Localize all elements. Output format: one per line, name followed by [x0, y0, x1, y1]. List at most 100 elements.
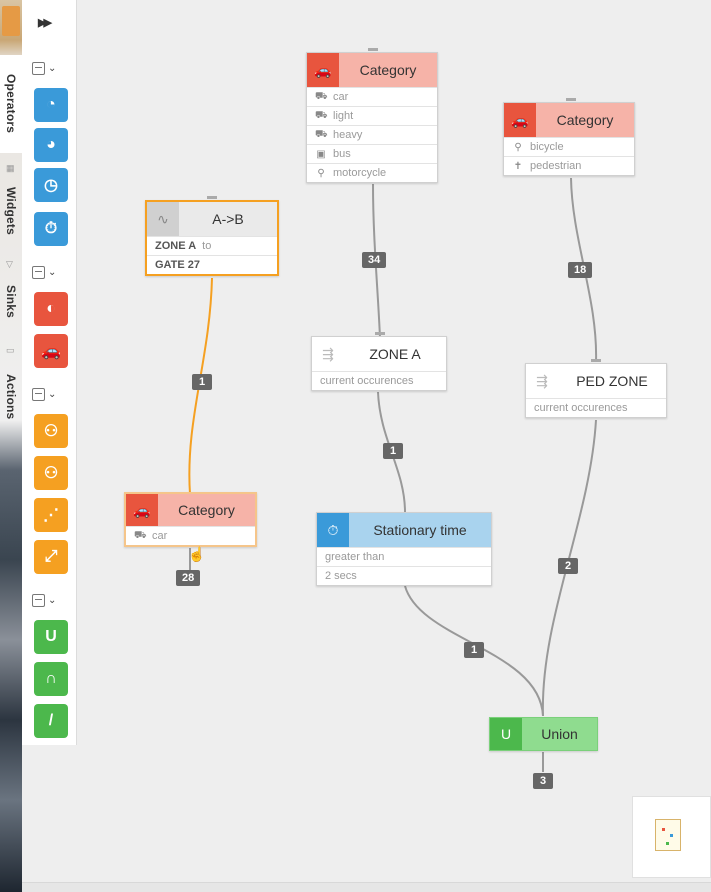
car-icon: ⛟: [315, 90, 328, 102]
car-icon: 🚗: [504, 103, 536, 137]
node-header[interactable]: 🚗 Category: [504, 103, 634, 137]
stopwatch-icon[interactable]: ⏱: [34, 212, 68, 246]
actions-icon: ▭: [6, 345, 15, 355]
tab-actions[interactable]: ▭ Actions: [4, 345, 18, 420]
group-sets-toggle[interactable]: ⌄: [32, 592, 66, 608]
motorcycle-icon: ⚲: [317, 167, 325, 179]
tab-widgets[interactable]: ▦ Widgets: [4, 163, 18, 235]
edge-count-badge: 3: [533, 773, 553, 789]
car-icon[interactable]: 🚗: [34, 334, 68, 368]
bus-icon: ▣: [316, 148, 326, 160]
node-category-top[interactable]: 🚗 Category ⛟car ⛟light ⛟heavy ▣bus ⚲moto…: [306, 52, 438, 183]
node-stationary-time[interactable]: ⏱ Stationary time greater than 2 secs: [316, 512, 492, 586]
edge-count-badge: 34: [362, 252, 387, 268]
node-input-port[interactable]: [591, 359, 601, 362]
chevron-down-icon: ⌄: [48, 266, 57, 278]
node-header[interactable]: ∿ A->B: [147, 202, 277, 236]
node-header[interactable]: 🚗 Category: [126, 494, 255, 526]
share-icon[interactable]: ⋰: [34, 498, 68, 532]
operator-palette: ▶▶ ⌄ ◔ ◕ ◷ ⏱ ⌄ ◐ 🚗 ⌄ ⚇ ⚇ ⋰ ⤢ ⌄ U ∩ /: [22, 0, 77, 745]
list-item: GATE 27: [147, 255, 277, 274]
union-icon: U: [490, 718, 522, 750]
bottom-scrollbar[interactable]: [22, 882, 711, 892]
group-icon: [32, 61, 45, 75]
chevron-down-icon: ⌄: [48, 594, 57, 606]
intersection-icon[interactable]: ∩: [34, 662, 68, 696]
double-chevron-right-icon[interactable]: ▶▶: [38, 17, 52, 29]
list-item: ⛟car: [126, 526, 255, 545]
node-input-port[interactable]: [368, 48, 378, 51]
truck-icon: ⛟: [315, 109, 328, 121]
list-item: ⚲motorcycle: [307, 163, 437, 182]
edge-count-badge: 1: [464, 642, 484, 658]
group-icon: [32, 265, 45, 279]
stopwatch-icon: ⏱: [317, 513, 349, 547]
node-input-port[interactable]: [375, 332, 385, 335]
list-item: 2 secs: [317, 566, 491, 585]
pedestrian-icon: ✝: [513, 160, 523, 172]
node-category-small[interactable]: 🚗 Category ⛟car: [124, 492, 257, 547]
gauge-icon[interactable]: ◔: [34, 88, 68, 122]
group-widgets-toggle[interactable]: ⌄: [32, 60, 66, 76]
car-icon: 🚗: [307, 53, 339, 87]
sidebar-tabs: Operators ▦ Widgets ▽ Sinks ▭ Actions: [0, 55, 22, 445]
group-sources-toggle[interactable]: ⌄: [32, 264, 66, 280]
minimap-viewport[interactable]: [655, 819, 681, 851]
group-icon: [32, 387, 45, 401]
list-item: ▣bus: [307, 144, 437, 163]
mouse-cursor-icon: ☝: [188, 546, 206, 562]
node-subtitle: current occurences: [312, 371, 446, 390]
node-header[interactable]: ⏱ Stationary time: [317, 513, 491, 547]
palette-icon[interactable]: ◐: [34, 292, 68, 326]
group-sequences-toggle[interactable]: ⌄: [32, 386, 66, 402]
list-item: ⛟heavy: [307, 125, 437, 144]
list-item: ⛟car: [307, 87, 437, 106]
node-input-port[interactable]: [207, 196, 217, 199]
gauge-icon[interactable]: ◕: [34, 128, 68, 162]
minimap[interactable]: [632, 796, 711, 878]
sinks-icon: ▽: [6, 259, 13, 269]
cars-icon[interactable]: ⚇: [34, 456, 68, 490]
list-item: ⚲bicycle: [504, 137, 634, 156]
tab-operators[interactable]: Operators: [0, 55, 22, 153]
cars-icon[interactable]: ⚇: [34, 414, 68, 448]
list-item: greater than: [317, 547, 491, 566]
list-item: ⛟light: [307, 106, 437, 125]
node-category-right[interactable]: 🚗 Category ⚲bicycle ✝pedestrian: [503, 102, 635, 176]
sequence-icon: ∿: [147, 202, 179, 236]
node-input-port[interactable]: [566, 98, 576, 101]
edge-count-badge: 2: [558, 558, 578, 574]
sequence-icon[interactable]: ⤢: [34, 540, 68, 574]
widgets-icon: ▦: [6, 163, 15, 173]
truck-icon: ⛟: [315, 128, 328, 140]
node-header[interactable]: ⇶ PED ZONE: [526, 364, 666, 398]
slash-icon[interactable]: /: [34, 704, 68, 738]
list-item: ✝pedestrian: [504, 156, 634, 175]
edge-count-badge: 18: [568, 262, 593, 278]
node-union[interactable]: U Union: [489, 717, 598, 751]
car-icon: 🚗: [126, 494, 158, 526]
edge-count-badge: 1: [192, 374, 212, 390]
group-icon: [32, 593, 45, 607]
node-ped-zone[interactable]: ⇶ PED ZONE current occurences: [525, 363, 667, 418]
node-zone-a[interactable]: ⇶ ZONE A current occurences: [311, 336, 447, 391]
node-header[interactable]: ⇶ ZONE A: [312, 337, 446, 371]
bicycle-icon: ⚲: [514, 141, 522, 153]
edge-count-badge: 28: [176, 570, 201, 586]
tab-sinks[interactable]: ▽ Sinks: [4, 259, 18, 319]
node-header[interactable]: U Union: [490, 718, 597, 750]
union-icon[interactable]: U: [34, 620, 68, 654]
node-subtitle: current occurences: [526, 398, 666, 417]
zone-icon: ⇶: [322, 345, 334, 362]
zone-icon: ⇶: [536, 372, 548, 389]
chevron-down-icon: ⌄: [48, 62, 57, 74]
avatar: [2, 6, 20, 36]
chevron-down-icon: ⌄: [48, 388, 57, 400]
background-video-strip: [0, 0, 22, 892]
node-header[interactable]: 🚗 Category: [307, 53, 437, 87]
car-icon: ⛟: [134, 529, 147, 541]
edge-count-badge: 1: [383, 443, 403, 459]
clock-icon[interactable]: ◷: [34, 168, 68, 202]
